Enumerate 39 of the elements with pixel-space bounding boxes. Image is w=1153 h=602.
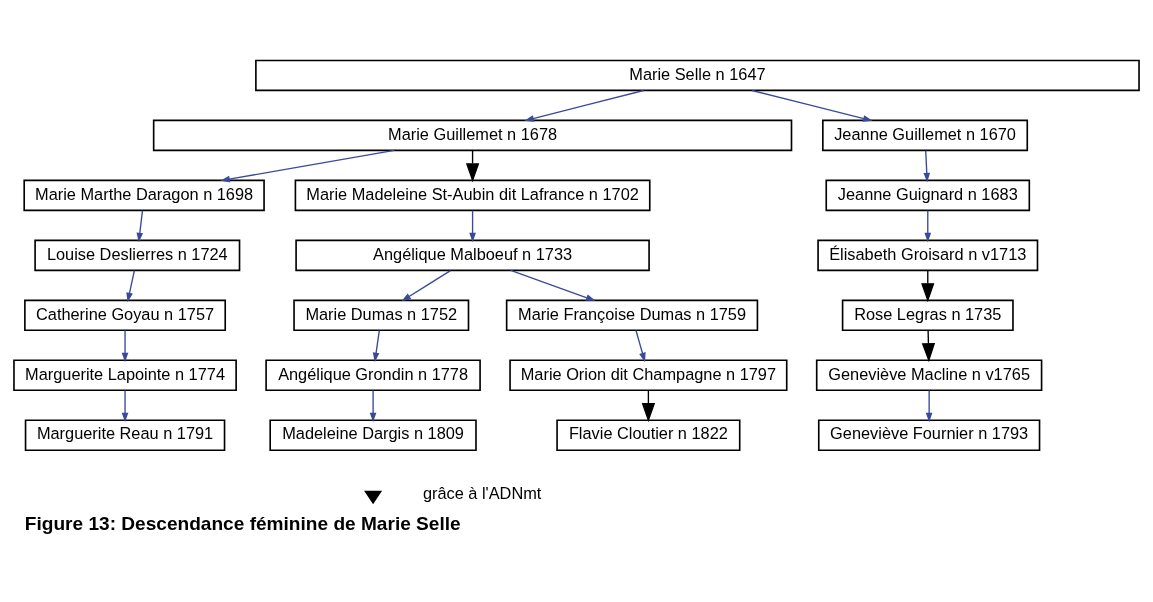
arrow [121,329,129,363]
node-box: Flavie Cloutier n 1822 [556,419,741,452]
node-box: Marie Guillemet n 1678 [152,119,793,152]
arrow [469,209,476,243]
node-box: Élisabeth Groisard n v1713 [817,239,1039,272]
arrow [220,149,395,183]
node-box: Louise Deslierres n 1724 [34,239,241,272]
node-box: Marguerite Reau n 1791 [24,419,226,452]
legend-label: grâce à l'ADNmt [422,484,542,503]
node-box: Marie Orion dit Champagne n 1797 [509,359,788,392]
node-box: Angélique Malboeuf n 1733 [295,239,650,272]
node-box: Rose Legras n 1735 [841,299,1014,332]
arrow [510,269,596,301]
arrow [136,209,144,243]
arrow [369,389,377,423]
node-box: Jeanne Guillemet n 1670 [822,119,1029,152]
arrow [372,329,380,363]
node-box: Catherine Goyau n 1757 [24,299,227,332]
arrow [121,389,129,423]
node-box: Angélique Grondin n 1778 [265,359,481,392]
node-box: Marie Madeleine St-Aubin dit Lafrance n 1702 [294,179,651,212]
caption: Figure 13: Descendance féminine de Marie Selle [24,512,461,534]
arrow [524,89,645,122]
node-box: Jeanne Guignard n 1683 [825,179,1031,212]
node-box: Marie Dumas n 1752 [293,299,470,332]
node-box: Marie Marthe Daragon n 1698 [23,179,265,212]
node-box: Geneviève Fournier n 1793 [817,419,1041,452]
node-box: Marguerite Lapointe n 1774 [13,359,237,392]
arrow [923,149,931,183]
node-box: Marie Selle n 1647 [255,59,1140,92]
arrow [925,389,933,423]
arrow [751,89,873,122]
arrow [635,329,646,363]
node-box: Geneviève Macline n v1765 [815,359,1043,392]
arrow [924,209,932,243]
node-box: Marie Françoise Dumas n 1759 [505,299,759,332]
node-box: Madeleine Dargis n 1809 [269,419,477,452]
arrow [401,269,452,302]
arrow [126,269,135,303]
